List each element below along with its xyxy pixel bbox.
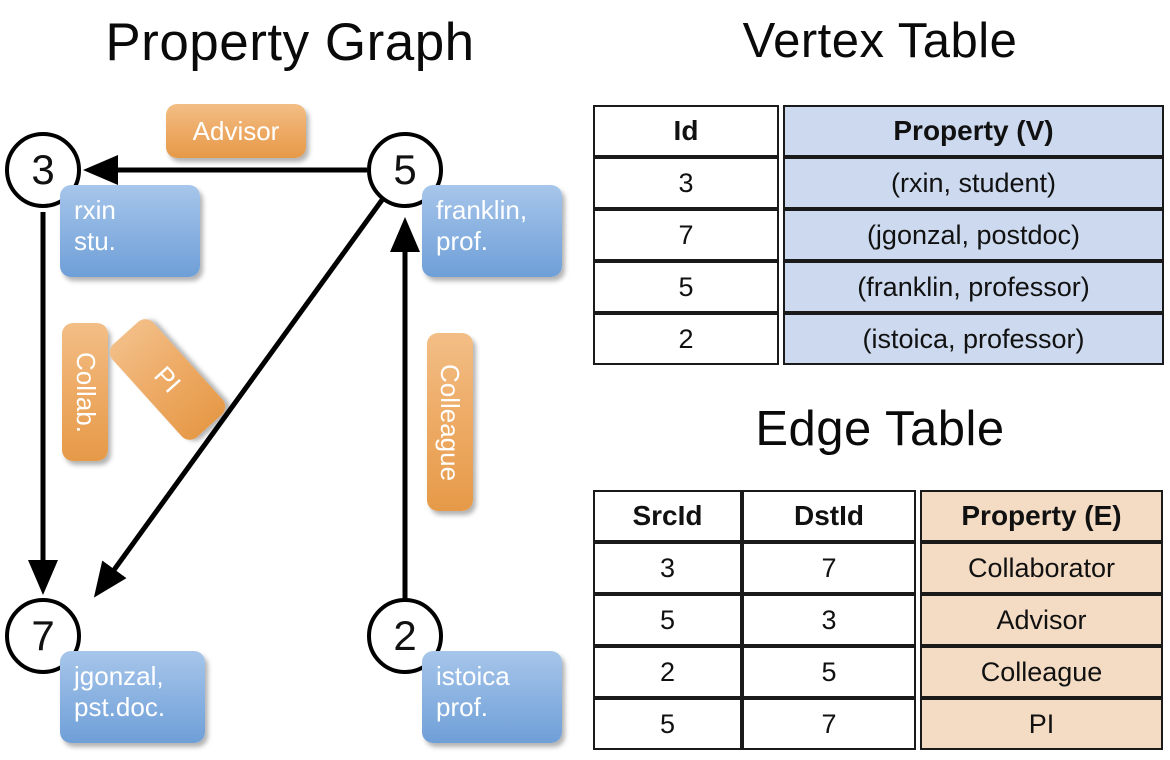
vertex-table: Id Property (V) 3 (rxin, student) 7 (jgo… [593,105,1164,365]
column-gap [916,594,920,646]
edge-row-1-property: Advisor [920,594,1163,646]
graph-node-5-label: 5 [393,146,417,193]
vertex-row-2-property: (franklin, professor) [783,261,1164,313]
edge-row-2-property: Colleague [920,646,1163,698]
column-gap [779,209,783,261]
edge-table-header-srcid: SrcId [593,490,742,542]
vertex-row-2-id: 5 [593,261,779,313]
column-gap [916,542,920,594]
edge-row-2-dst: 5 [742,646,916,698]
graph-node-5[interactable]: 5 [367,132,443,208]
vertex-property-callout-3: rxin stu. [60,185,200,277]
column-gap [779,313,783,365]
vertex-property-callout-7: jgonzal, pst.doc. [60,651,205,743]
edge-property-callout-advisor-label: Advisor [192,115,280,146]
table-row[interactable]: 7 (jgonzal, postdoc) [593,209,1164,261]
edge-property-callout-collab-label: Collab. [70,351,101,433]
table-row[interactable]: 3 7 Collaborator [593,542,1163,594]
edge-row-2-src: 2 [593,646,742,698]
vertex-property-callout-2: istoica prof. [422,651,562,743]
edge-row-1-dst: 3 [742,594,916,646]
page-title-edge-table: Edge Table [755,402,1005,456]
vertex-property-callout-5-line1: franklin, [436,195,528,225]
column-gap [779,105,783,157]
vertex-row-1-id: 7 [593,209,779,261]
table-row[interactable]: 3 (rxin, student) [593,157,1164,209]
column-gap [779,261,783,313]
vertex-row-3-property: (istoica, professor) [783,313,1164,365]
graph-node-2-label: 2 [393,612,417,659]
edge-table-header-property: Property (E) [920,490,1163,542]
column-gap [916,698,920,750]
vertex-property-callout-5-line2: prof. [436,226,489,256]
graph-edge-lines [28,155,420,600]
edge-row-3-property: PI [920,698,1163,750]
vertex-table-header-id: Id [593,105,779,157]
table-row[interactable]: 5 (franklin, professor) [593,261,1164,313]
graph-node-7-label: 7 [31,612,55,659]
vertex-property-callout-2-line2: prof. [436,692,489,722]
edge-table-header-dstid: DstId [742,490,916,542]
vertex-row-0-property: (rxin, student) [783,157,1164,209]
edge-row-0-property: Collaborator [920,542,1163,594]
vertex-row-3-id: 2 [593,313,779,365]
table-row[interactable]: 5 7 PI [593,698,1163,750]
edge-property-callout-colleague-label: Colleague [435,363,466,481]
column-gap [916,646,920,698]
edge-row-0-src: 3 [593,542,742,594]
edge-table: SrcId DstId Property (E) 3 7 Collaborato… [593,490,1163,750]
table-row[interactable]: 2 (istoica, professor) [593,313,1164,365]
graph-node-2[interactable]: 2 [367,598,443,674]
vertex-property-callout-2-line1: istoica [436,661,510,691]
page-title-property-graph: Property Graph [105,13,475,72]
edge-property-callout-collab: Collab. [62,323,108,461]
vertex-property-callout-3-line1: rxin [74,195,116,225]
vertex-property-callout-3-line2: stu. [74,226,116,256]
vertex-property-callout-7-line2: pst.doc. [74,692,166,722]
edge-property-callout-colleague: Colleague [427,333,473,511]
table-row[interactable]: 2 5 Colleague [593,646,1163,698]
table-row[interactable]: 5 3 Advisor [593,594,1163,646]
edge-row-3-src: 5 [593,698,742,750]
table-header-row: SrcId DstId Property (E) [593,490,1163,542]
edge-row-1-src: 5 [593,594,742,646]
vertex-row-0-id: 3 [593,157,779,209]
edge-line-5-to-7 [93,198,385,598]
property-graph-panel: Property Graph 3 5 7 2 rxin stu. frankli… [5,13,562,743]
column-gap [916,490,920,542]
edge-row-0-dst: 7 [742,542,916,594]
edge-row-3-dst: 7 [742,698,916,750]
vertex-property-callout-5: franklin, prof. [422,185,562,277]
edge-property-callout-pi-label: PI [148,360,188,399]
vertex-property-callout-7-line1: jgonzal, [74,661,164,691]
vertex-row-1-property: (jgonzal, postdoc) [783,209,1164,261]
column-gap [779,157,783,209]
page-title-vertex-table: Vertex Table [742,14,1018,68]
graph-node-3-label: 3 [31,146,55,193]
table-header-row: Id Property (V) [593,105,1164,157]
vertex-table-header-property: Property (V) [783,105,1164,157]
edge-property-callout-advisor: Advisor [166,104,306,158]
